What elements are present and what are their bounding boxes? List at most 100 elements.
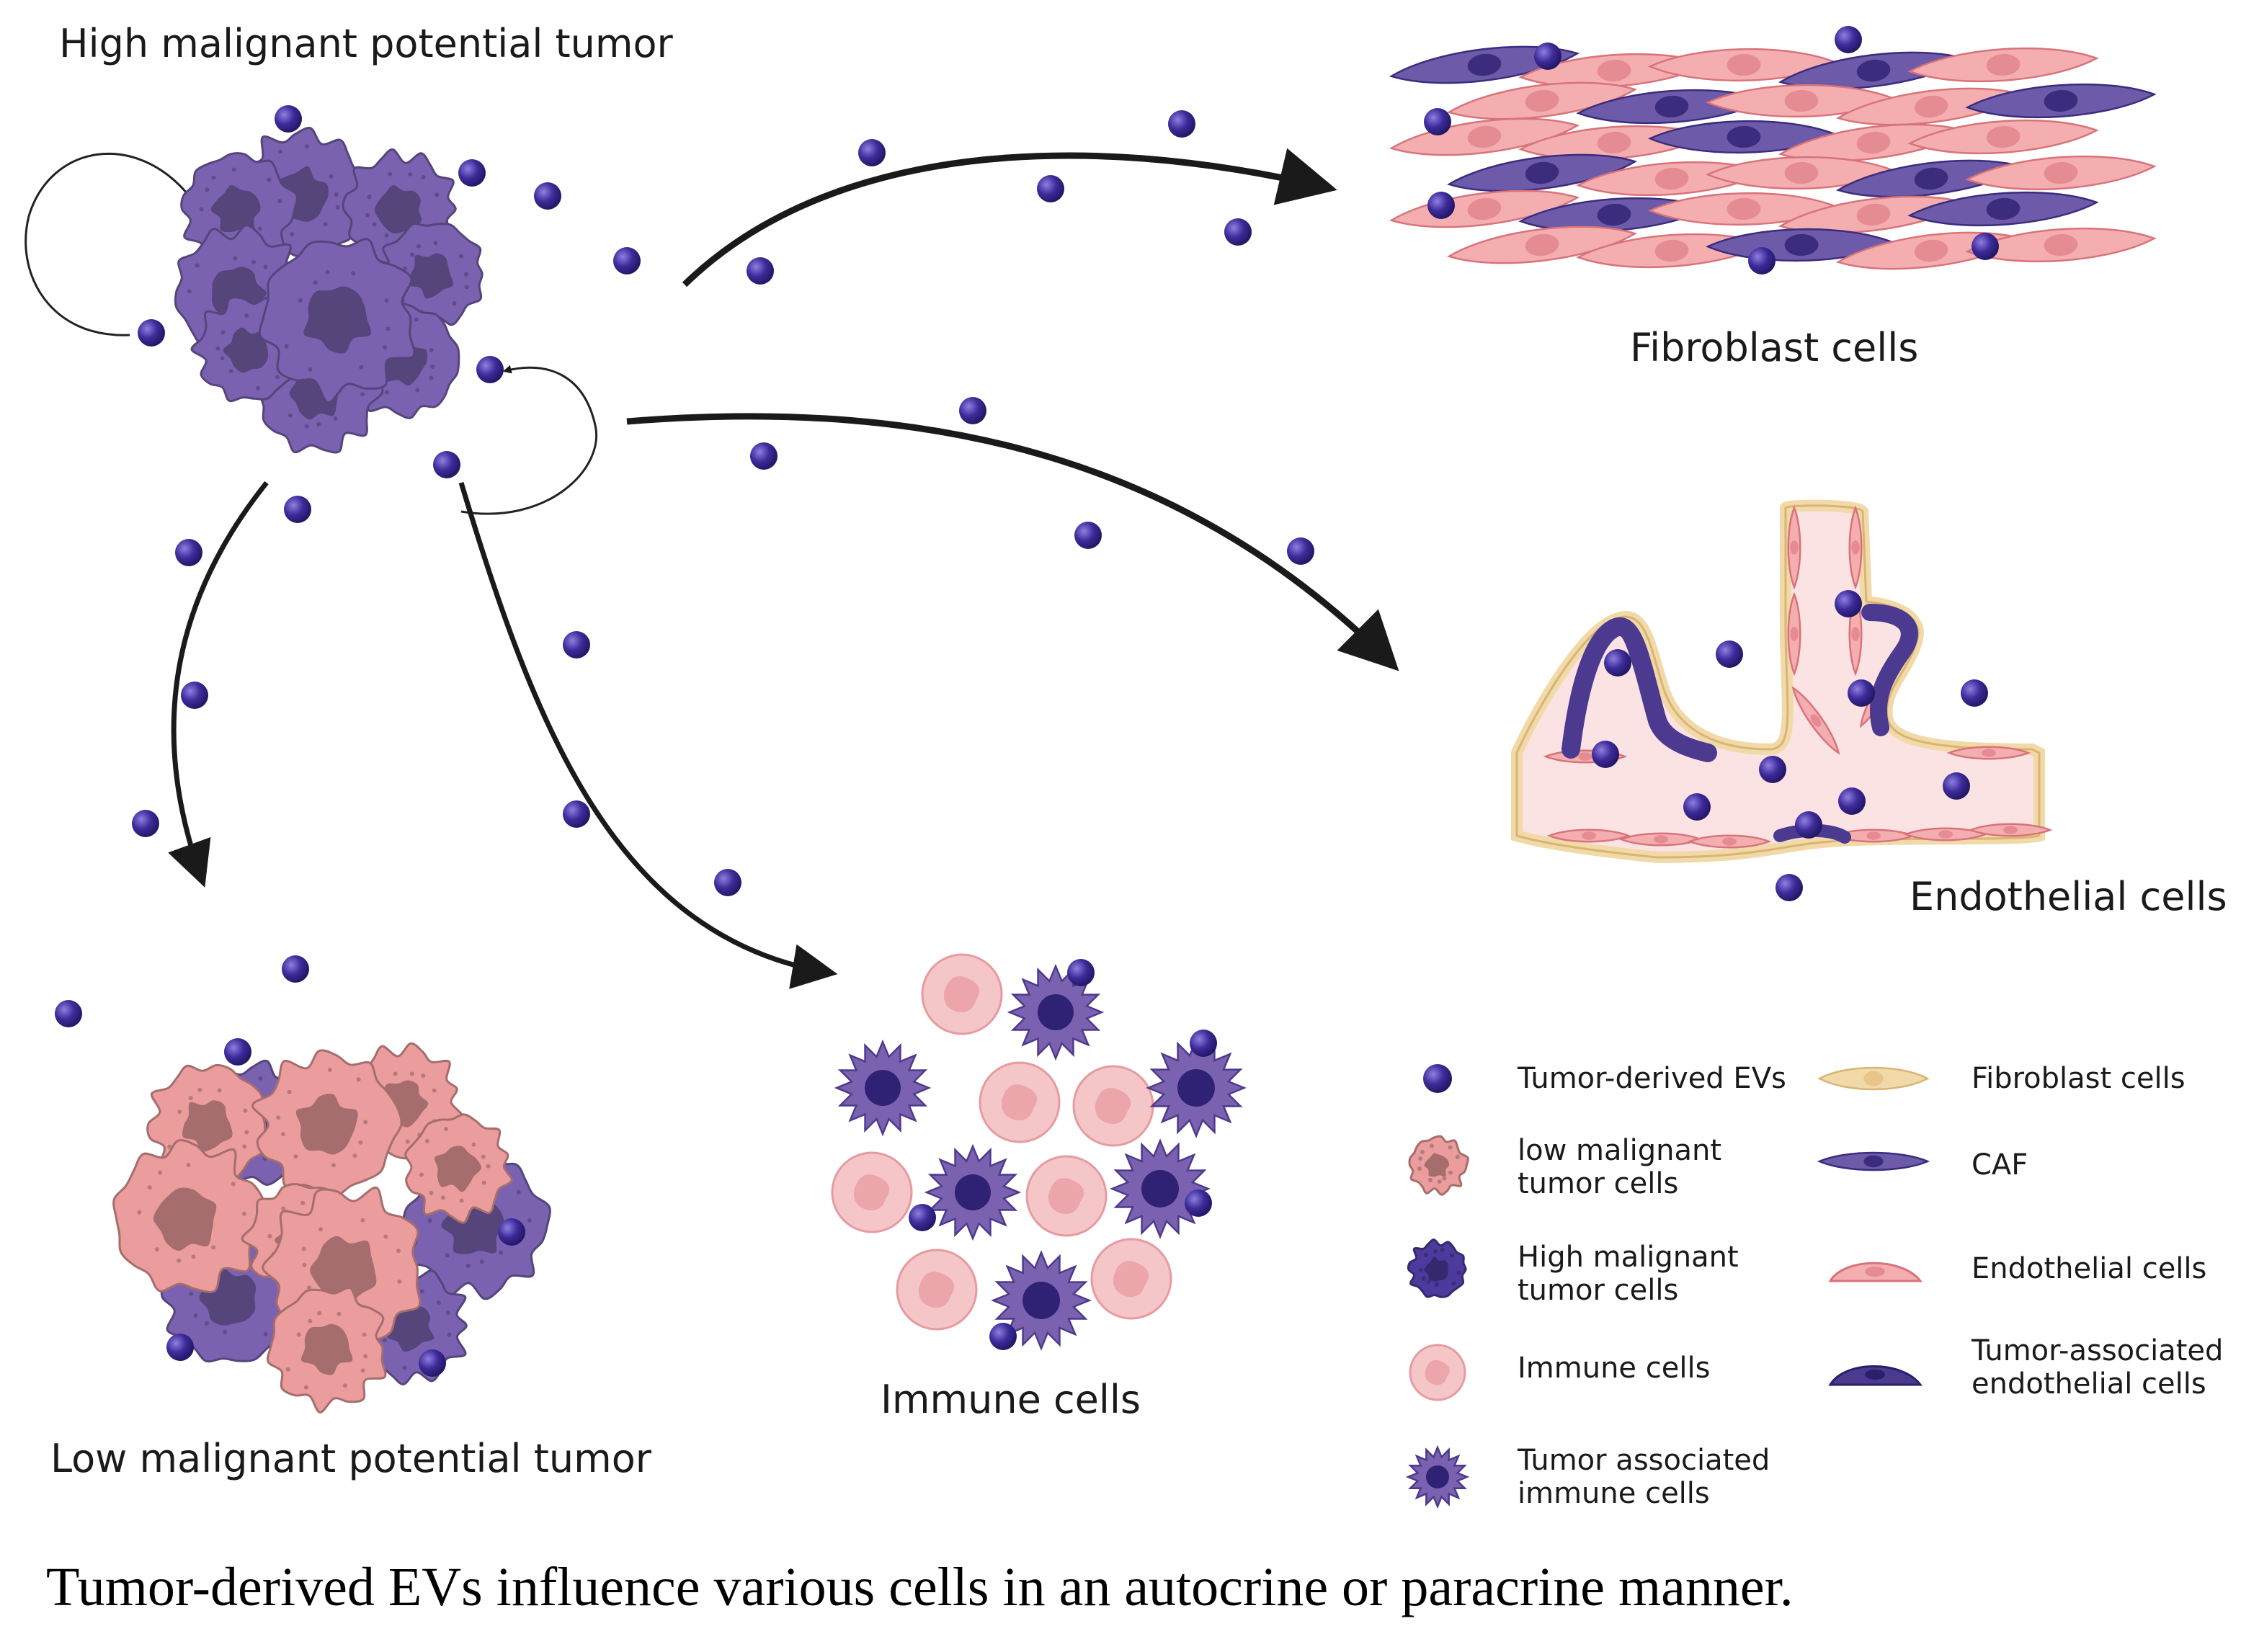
legend-text-tumor-assoc-immune: Tumor associated immune cells bbox=[1518, 1444, 1770, 1510]
tumor-associated-immune-cell bbox=[1007, 963, 1105, 1061]
high-malignant-tumor-cluster bbox=[174, 127, 484, 454]
tumor-associated-immune-cell bbox=[834, 1039, 932, 1137]
tumor-associated-endothelial-cell bbox=[1861, 604, 1918, 736]
low-malignant-cell bbox=[112, 1139, 271, 1293]
immune-cell-cluster bbox=[831, 953, 1247, 1351]
ev-particle bbox=[1748, 247, 1776, 274]
label-low-malignant-tumor: Low malignant potential tumor bbox=[50, 1436, 651, 1481]
arrow-to-fibroblast bbox=[682, 148, 1337, 287]
endothelial-cell bbox=[1546, 829, 1631, 843]
low-malignant-cell bbox=[404, 1113, 513, 1224]
endothelial-cell bbox=[1946, 746, 2031, 760]
label-fibroblast-cells: Fibroblast cells bbox=[1630, 325, 1919, 370]
legend-text-high-malignant: High malignant tumor cells bbox=[1518, 1241, 1739, 1307]
ev-particle bbox=[534, 182, 561, 210]
legend-high-malignant-cell-icon bbox=[1407, 1238, 1467, 1298]
legend-ev-dot-icon bbox=[1423, 1064, 1452, 1093]
endothelial-cell bbox=[1791, 686, 1840, 755]
arrow-to-endothelial bbox=[626, 413, 1399, 671]
ev-particle bbox=[1190, 1030, 1217, 1057]
legend-caf-cell-icon bbox=[1817, 1151, 1930, 1171]
ev-particle bbox=[1067, 959, 1095, 986]
tumor-associated-immune-cell bbox=[1146, 1037, 1247, 1138]
ev-particle bbox=[224, 1038, 251, 1066]
ev-particle bbox=[1835, 590, 1862, 617]
caf-cell bbox=[1907, 191, 2099, 227]
immune-cell bbox=[1072, 1065, 1154, 1147]
ev-particle bbox=[282, 955, 309, 983]
ev-particle bbox=[132, 810, 159, 837]
low-malignant-cell bbox=[266, 1287, 387, 1414]
fibroblast-cell bbox=[1907, 119, 2099, 155]
ev-particle bbox=[498, 1218, 525, 1246]
ev-particle bbox=[433, 451, 460, 478]
tumor-associated-immune-cell bbox=[924, 1143, 1022, 1241]
ev-particle bbox=[1534, 43, 1561, 70]
legend-low-malignant-cell-icon bbox=[1408, 1135, 1469, 1196]
caf-cell bbox=[1446, 153, 1638, 192]
legend-text-evs: Tumor-derived EVs bbox=[1518, 1062, 1786, 1095]
endothelial-cell bbox=[1787, 505, 1801, 590]
ev-particle bbox=[175, 539, 202, 566]
high-malignant-cell bbox=[258, 238, 416, 404]
ev-particle bbox=[55, 1000, 82, 1027]
legend-tumor-associated-immune-cell-icon bbox=[1405, 1445, 1470, 1509]
arrow-to-low-tumor bbox=[168, 481, 269, 888]
legend-text-endothelial: Endothelial cells bbox=[1972, 1252, 2207, 1285]
ev-particle bbox=[1683, 793, 1711, 821]
label-immune-cells: Immune cells bbox=[881, 1377, 1141, 1422]
ev-particle bbox=[1776, 874, 1803, 901]
ev-particle bbox=[563, 800, 590, 828]
ev-particle bbox=[750, 442, 778, 470]
vessel-wall bbox=[1511, 499, 2045, 864]
autocrine-arrow-left bbox=[24, 153, 192, 336]
ev-particle bbox=[1604, 649, 1631, 677]
legend-immune-cell-icon bbox=[1409, 1344, 1466, 1401]
ev-particle bbox=[1835, 26, 1862, 53]
endothelial-cell bbox=[1968, 823, 2053, 837]
ev-particle bbox=[419, 1349, 446, 1377]
ev-particle bbox=[1074, 522, 1102, 549]
ev-particle bbox=[1848, 679, 1875, 707]
label-high-malignant-tumor: High malignant potential tumor bbox=[59, 21, 673, 66]
ev-particle bbox=[1795, 811, 1822, 839]
fibroblast-sheet bbox=[1389, 45, 2157, 270]
endothelial-cell bbox=[1618, 832, 1703, 847]
ev-particle bbox=[858, 139, 886, 166]
ev-particle bbox=[909, 1204, 936, 1231]
caf-cell bbox=[1389, 45, 1580, 84]
ev-particle bbox=[1424, 108, 1451, 135]
legend-endothelial-cell-icon bbox=[1828, 1262, 1923, 1282]
immune-cell bbox=[921, 953, 1003, 1035]
ev-particle bbox=[1287, 537, 1314, 565]
endothelial-cell bbox=[1687, 834, 1772, 849]
fibroblast-cell bbox=[1446, 226, 1638, 264]
ev-particle bbox=[563, 631, 590, 658]
autocrine-arrow-right bbox=[460, 365, 597, 515]
ev-particle bbox=[1759, 756, 1786, 783]
ev-particle bbox=[959, 397, 986, 424]
ev-particle bbox=[166, 1334, 194, 1361]
legend-fibroblast-cell-icon bbox=[1817, 1066, 1930, 1091]
legend-text-immune: Immune cells bbox=[1518, 1352, 1711, 1385]
ev-particle bbox=[284, 496, 311, 523]
ev-particle bbox=[1168, 110, 1195, 138]
low-malignant-cell bbox=[251, 1049, 403, 1197]
ev-particle bbox=[1037, 175, 1064, 202]
ev-particle bbox=[275, 105, 302, 133]
legend-text-fibroblast: Fibroblast cells bbox=[1972, 1062, 2186, 1095]
low-malignant-tumor-cluster bbox=[112, 1042, 551, 1414]
immune-cell bbox=[831, 1151, 913, 1233]
ev-particle bbox=[1961, 679, 1988, 707]
ev-particle bbox=[1427, 192, 1455, 219]
ev-particle bbox=[747, 257, 774, 285]
fibroblast-cell bbox=[1705, 84, 1898, 118]
legend-text-caf: CAF bbox=[1972, 1148, 2028, 1182]
tumor-associated-endothelial-cell bbox=[1561, 617, 1717, 762]
ev-particle bbox=[1943, 772, 1970, 800]
arrow-layer bbox=[24, 148, 1399, 989]
ev-particle bbox=[1972, 233, 1999, 260]
label-endothelial-cells: Endothelial cells bbox=[1910, 874, 2227, 919]
